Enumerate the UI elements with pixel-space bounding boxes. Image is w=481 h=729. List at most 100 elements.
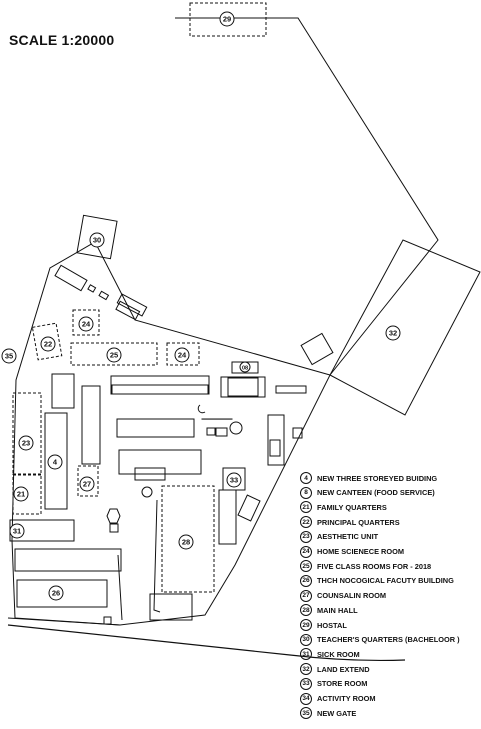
svg-text:33: 33 — [230, 476, 238, 485]
legend-item: 31 SICK ROOM — [300, 647, 360, 661]
map-marker-22: 22 — [40, 336, 56, 352]
legend-number: 30 — [300, 633, 312, 646]
legend-label: TEACHER'S QUARTERS (BACHELOOR ) — [317, 635, 460, 645]
svg-text:25: 25 — [110, 351, 118, 360]
svg-text:4: 4 — [53, 458, 58, 467]
map-marker-30: 30 — [89, 232, 105, 248]
legend-item: 26 THCH NOCOGICAL FACUTY BUILDING — [300, 574, 454, 588]
map-marker-27: 27 — [79, 476, 95, 492]
road-line-inner — [7, 617, 121, 626]
svg-text:32: 32 — [389, 329, 397, 338]
legend-item: 29 HOSTAL — [300, 618, 347, 632]
legend-item: 32 LAND EXTEND — [300, 662, 370, 676]
svg-text:30: 30 — [93, 236, 101, 245]
legend-label: FAMILY QUARTERS — [317, 502, 387, 512]
legend-label: FIVE CLASS ROOMS FOR - 2018 — [317, 561, 432, 571]
legend-label: AESTHETIC UNIT — [317, 532, 379, 542]
legend-number: 23 — [300, 530, 312, 543]
map-marker-24: 24 — [174, 347, 190, 363]
legend-item: 22 PRINCIPAL QUARTERS — [300, 515, 400, 529]
legend-label: NEW CANTEEN (FOOD SERVICE) — [317, 488, 435, 498]
tech-faculty-building — [16, 579, 108, 608]
map-marker-4: 4 — [47, 454, 63, 470]
svg-text:28: 28 — [182, 538, 190, 547]
svg-text:24: 24 — [178, 351, 187, 360]
legend-item: 25 FIVE CLASS ROOMS FOR - 2018 — [300, 559, 431, 573]
legend-number: 28 — [300, 604, 312, 617]
svg-text:08: 08 — [242, 366, 248, 372]
map-marker-29: 29 — [219, 11, 235, 27]
svg-text:29: 29 — [223, 15, 231, 24]
home-science-plot-2 — [166, 342, 200, 366]
svg-text:21: 21 — [17, 490, 25, 499]
svg-text:35: 35 — [5, 352, 13, 361]
legend-item: 24 HOME SCIENECE ROOM — [300, 545, 404, 559]
road-line — [7, 624, 406, 662]
map-marker-33: 33 — [226, 472, 242, 488]
legend-item: 34 ACTIVITY ROOM — [300, 692, 376, 706]
legend-label: PRINCIPAL QUARTERS — [317, 517, 400, 527]
legend-item: 30 TEACHER'S QUARTERS (BACHELOOR ) — [300, 633, 460, 647]
map-marker-08: 08 — [239, 361, 251, 373]
map-marker-32: 32 — [385, 325, 401, 341]
legend-label: ACTIVITY ROOM — [317, 694, 376, 703]
svg-text:24: 24 — [82, 320, 91, 329]
svg-text:31: 31 — [13, 527, 21, 536]
aesthetic-unit-plot — [12, 392, 42, 476]
legend-item: 35 NEW GATE — [300, 706, 356, 720]
svg-text:27: 27 — [83, 480, 91, 489]
legend-number: 4 — [300, 472, 312, 484]
legend-label: SICK ROOM — [317, 649, 360, 659]
legend-number: 26 — [300, 574, 312, 587]
map-marker-23: 23 — [18, 435, 34, 451]
legend-number: 22 — [300, 516, 312, 529]
map-marker-26: 26 — [48, 585, 64, 601]
legend-number: 33 — [300, 677, 312, 690]
legend-item: 23 AESTHETIC UNIT — [300, 530, 378, 544]
legend-number: 21 — [300, 501, 312, 514]
legend-number: 29 — [300, 619, 312, 631]
family-quarters-plot — [12, 473, 42, 515]
map-marker-35: 35 — [1, 348, 17, 364]
legend-label: NEW THREE STOREYED BUIDING — [317, 473, 438, 483]
legend-label: THCH NOCOGICAL FACUTY BUILDING — [317, 576, 454, 586]
teachers-quarters — [76, 214, 118, 260]
legend-item: 21 FAMILY QUARTERS — [300, 500, 387, 514]
legend-label: MAIN HALL — [317, 605, 358, 615]
legend-label: HOSTAL — [317, 620, 347, 630]
legend-label: NEW GATE — [317, 708, 357, 718]
svg-text:26: 26 — [52, 589, 60, 598]
legend-number: 35 — [300, 707, 312, 720]
svg-text:23: 23 — [22, 439, 30, 448]
legend-label: STORE ROOM — [317, 679, 368, 689]
legend-number: 8 — [300, 486, 312, 499]
counselling-room-plot — [77, 465, 99, 497]
legend-label: LAND EXTEND — [317, 664, 370, 674]
legend-item: 4 NEW THREE STOREYED BUIDING — [300, 471, 437, 485]
svg-text:22: 22 — [44, 340, 52, 349]
main-hall-plot — [161, 485, 215, 593]
map-marker-25: 25 — [106, 347, 122, 363]
map-scale: SCALE 1:20000 — [9, 32, 115, 48]
legend-number: 27 — [300, 589, 312, 602]
principal-quarters-plot — [31, 322, 63, 361]
legend-label: HOME SCIENECE ROOM — [317, 547, 405, 556]
legend-item: 27 COUNSALIN ROOM — [300, 589, 386, 603]
legend-item: 28 MAIN HALL — [300, 603, 358, 617]
legend-item: 33 STORE ROOM — [300, 677, 367, 691]
map-marker-31: 31 — [9, 523, 25, 539]
legend-number: 31 — [300, 648, 312, 661]
legend-item: 8 NEW CANTEEN (FOOD SERVICE) — [300, 486, 435, 500]
legend-number: 32 — [300, 663, 312, 676]
legend-number: 34 — [300, 692, 312, 705]
map-marker-28: 28 — [178, 534, 194, 550]
home-science-plot-1 — [72, 309, 100, 336]
legend-number: 25 — [300, 560, 312, 573]
map-marker-24: 24 — [78, 316, 94, 332]
legend-number: 24 — [300, 545, 312, 558]
map-marker-21: 21 — [13, 486, 29, 502]
legend-label: COUNSALIN ROOM — [317, 591, 386, 601]
hostel-plot — [189, 2, 267, 37]
five-classrooms-plot — [70, 342, 158, 366]
